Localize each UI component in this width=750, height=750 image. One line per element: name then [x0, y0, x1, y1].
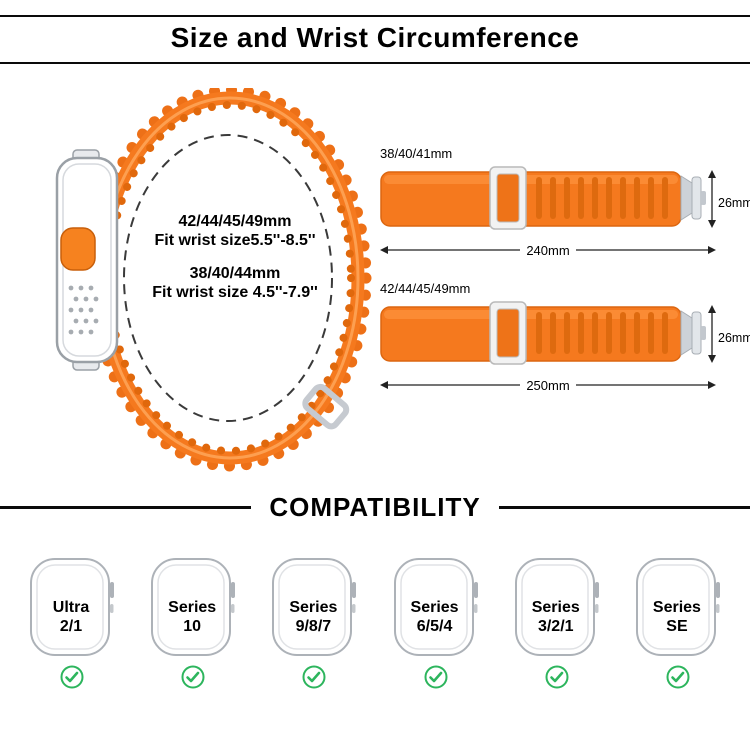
watch-loop-illustration: 42/44/45/49mm Fit wrist size5.5''-8.5'' … [15, 88, 380, 480]
watch-model-item: Series 3/2/1 [511, 556, 603, 690]
band-figure-large: 42/44/45/49mm [378, 281, 750, 411]
top-divider [0, 15, 750, 17]
watch-outline-icon [514, 558, 599, 656]
watch-model-item: Series SE [632, 556, 724, 690]
lug-adapter-icon [680, 310, 706, 356]
speaker-holes-icon [68, 285, 99, 335]
title-divider [0, 62, 750, 64]
band-length-label: 240mm [378, 243, 718, 258]
band-size-label: 38/40/41mm [380, 146, 453, 161]
model-label: Series 6/5/4 [390, 598, 480, 636]
band-ribs [536, 312, 668, 354]
loop-hook-icon [302, 383, 350, 430]
model-name: Series [168, 599, 217, 616]
check-icon [424, 665, 448, 689]
watch-model-item: Series 6/5/4 [390, 556, 482, 690]
watch-model-item: Series 10 [147, 556, 239, 690]
action-button-icon [60, 227, 96, 271]
g-hook-buckle-icon [489, 301, 527, 365]
loop-dashed-circle [123, 134, 333, 422]
watch-outline-icon [635, 558, 720, 656]
watch-outline-icon [151, 558, 236, 656]
size-large-label: 42/44/45/49mm [178, 213, 292, 230]
width-dimension-arrow [708, 170, 716, 228]
model-label: Series 3/2/1 [511, 598, 601, 636]
model-variant: 2/1 [59, 618, 83, 635]
check-icon [666, 665, 690, 689]
model-label: Series SE [632, 598, 722, 636]
watch-model-item: Series 9/8/7 [268, 556, 360, 690]
lug-adapter-icon [680, 175, 706, 221]
model-name: Ultra [52, 599, 90, 616]
band-image [380, 166, 716, 254]
watch-case-icon [55, 149, 119, 371]
band-figure-small: 38/40/41mm [378, 146, 750, 276]
width-dimension-arrow [708, 305, 716, 363]
model-name: Series [410, 599, 459, 616]
watch-model-item: Ultra 2/1 [26, 556, 118, 690]
model-label: Series 9/8/7 [268, 598, 358, 636]
model-name: Series [531, 599, 580, 616]
model-name: Series [652, 599, 701, 616]
model-variant: 3/2/1 [537, 618, 574, 635]
compatibility-section-header: COMPATIBILITY [0, 492, 750, 523]
band-width-label: 26mm [718, 196, 750, 210]
check-icon [181, 665, 205, 689]
watch-outline-icon [30, 558, 114, 656]
band-ribs [536, 177, 668, 219]
model-variant: 10 [183, 618, 202, 635]
size-small-label: 38/40/44mm [189, 265, 281, 282]
g-hook-buckle-icon [489, 166, 527, 230]
watch-outline-icon [393, 558, 478, 656]
compatibility-heading: COMPATIBILITY [269, 492, 481, 522]
model-variant: 6/5/4 [416, 618, 453, 635]
model-variant: 9/8/7 [295, 618, 332, 635]
watch-loop-image [55, 88, 372, 472]
check-icon [545, 665, 569, 689]
check-icon [60, 665, 84, 689]
watch-outline-icon [272, 558, 357, 656]
band-width-label: 26mm [718, 331, 750, 345]
check-icon [302, 665, 326, 689]
compatibility-divider-right [498, 506, 750, 509]
fit-large-label: Fit wrist size5.5''-8.5'' [154, 232, 316, 249]
model-label: Series 10 [147, 598, 237, 636]
band-length-label: 250mm [378, 378, 718, 393]
model-variant: SE [666, 618, 688, 635]
band-size-label: 42/44/45/49mm [380, 281, 471, 296]
loop-size-text: 42/44/45/49mm Fit wrist size5.5''-8.5'' … [110, 212, 360, 302]
model-label: Ultra 2/1 [26, 598, 116, 636]
compatibility-divider-left [0, 506, 252, 509]
compatible-models-row: Ultra 2/1 Series 10 [0, 556, 750, 690]
model-name: Series [289, 599, 338, 616]
band-image [380, 301, 716, 389]
fit-small-label: Fit wrist size 4.5''-7.9'' [152, 284, 318, 301]
page-title: Size and Wrist Circumference [170, 22, 580, 53]
